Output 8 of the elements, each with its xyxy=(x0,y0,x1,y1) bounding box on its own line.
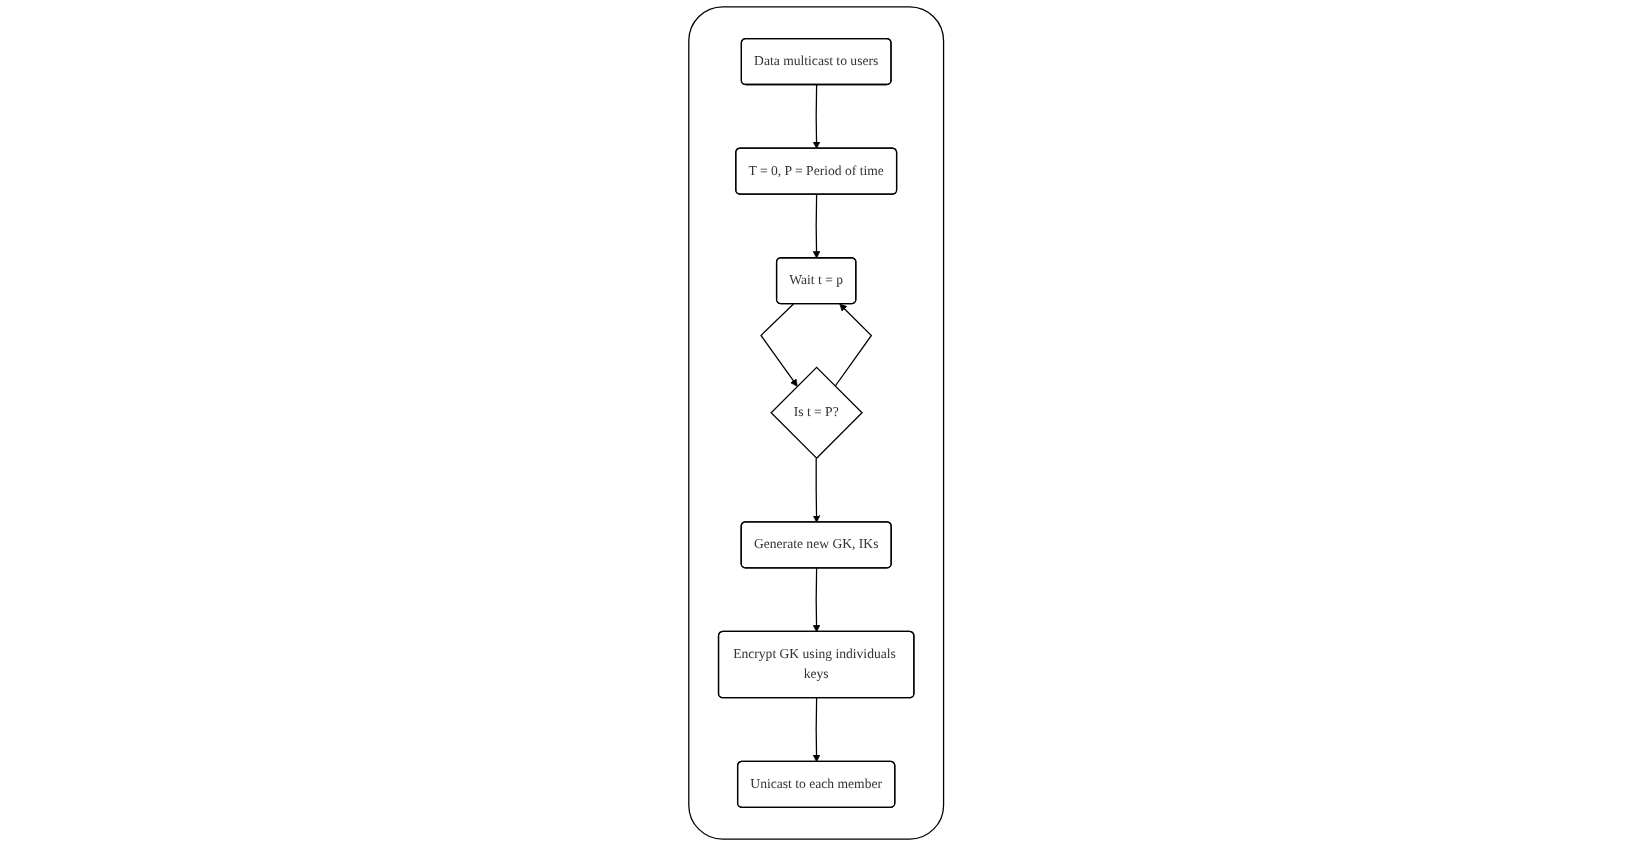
arrow xyxy=(813,457,822,523)
arrow xyxy=(813,84,822,149)
arrow xyxy=(835,303,874,387)
arrow xyxy=(760,303,799,387)
cluster xyxy=(688,6,946,840)
arrow xyxy=(813,193,822,259)
arrow xyxy=(813,697,822,763)
arrow xyxy=(813,567,822,633)
